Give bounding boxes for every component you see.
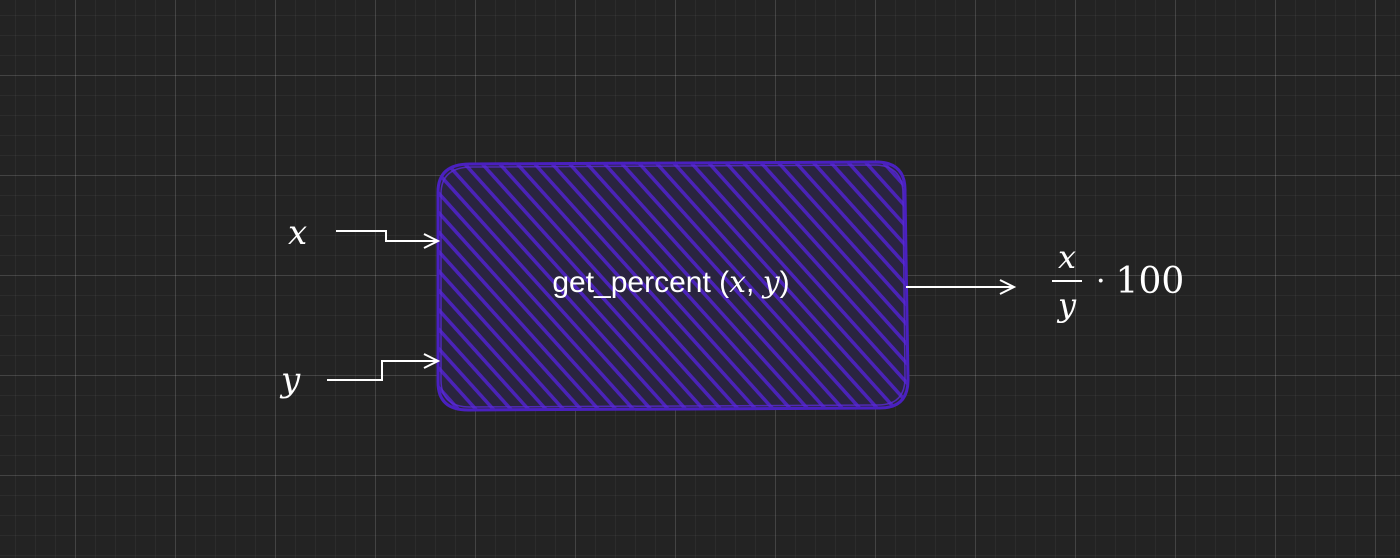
output-arrow [906, 279, 1017, 295]
x-input-arrow [336, 230, 441, 249]
function-arg-x: x [729, 265, 747, 300]
input-y-label: y [281, 360, 301, 400]
fraction-numerator: x [1057, 238, 1077, 276]
function-box [436, 160, 910, 412]
multiply-operator: · [1096, 263, 1106, 299]
function-name: get_percent [552, 266, 711, 299]
output-formula: x y · 100 [1052, 238, 1184, 324]
function-arg-separator: , [746, 266, 763, 299]
function-label: get_percent (x, y) [440, 268, 902, 298]
input-x-label: x [288, 213, 308, 253]
fraction: x y [1052, 238, 1082, 324]
function-open-paren: ( [719, 266, 730, 299]
function-arg-y: y [762, 265, 780, 300]
function-close-paren: ) [779, 266, 790, 299]
fraction-denominator: y [1057, 286, 1077, 324]
multiplier-value: 100 [1115, 260, 1185, 302]
y-input-arrow [327, 353, 441, 381]
fraction-bar [1052, 280, 1082, 282]
